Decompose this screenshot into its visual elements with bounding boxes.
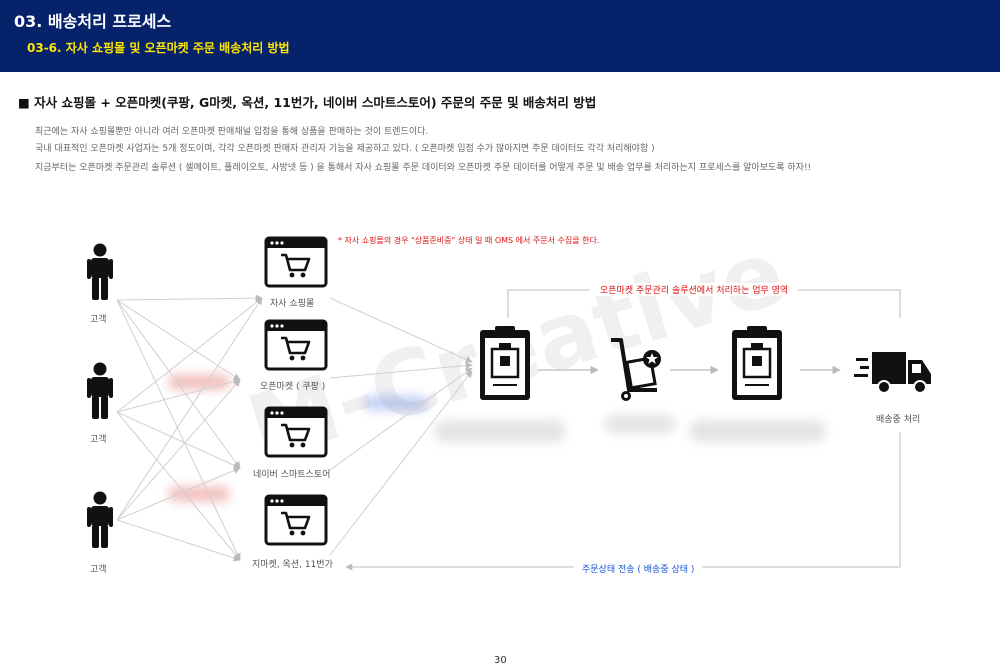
oms-area-label: 오픈마켓 주문관리 솔루션에서 처리하는 업무 영역 — [590, 283, 799, 296]
customer-label: 고객 — [90, 565, 107, 575]
blurred-label — [605, 415, 675, 433]
note-text: * 자사 쇼핑몰의 경우 "상품준비중" 상태 일 때 OMS 에서 주문서 수… — [338, 236, 600, 245]
status-transfer-label: 주문상태 전송 ( 배송중 상태 ) — [574, 562, 703, 575]
blurred-label — [365, 395, 427, 411]
shop-browser-icon — [264, 406, 328, 458]
page-subtitle: 03-6. 자사 쇼핑몰 및 오픈마켓 주문 배송처리 방법 — [27, 41, 290, 55]
blurred-label — [690, 420, 825, 442]
section-heading: ■ 자사 쇼핑몰 + 오픈마켓(쿠팡, G마켓, 옥션, 11번가, 네이버 스… — [18, 95, 597, 110]
blurred-label — [168, 486, 230, 502]
customer-links — [116, 294, 263, 562]
shop-browser-icon — [264, 236, 328, 288]
blurred-label — [168, 374, 230, 390]
shop-browser-icon — [264, 494, 328, 546]
customer-icon — [87, 491, 113, 548]
customer-label: 고객 — [90, 435, 107, 445]
customer-label: 고객 — [90, 315, 107, 325]
delivery-truck-icon — [854, 352, 931, 394]
paragraph-1: 최근에는 자사 쇼핑몰뿐만 아니라 여러 오픈마켓 판매채널 입점을 통해 상품… — [35, 127, 429, 137]
page-title: 03. 배송처리 프로세스 — [14, 12, 172, 31]
page-number: 30 — [494, 655, 507, 666]
channel-label-naver: 네이버 스마트스토어 — [253, 470, 331, 480]
channel-label-coupang: 오픈마켓 ( 쿠팡 ) — [260, 382, 326, 392]
channel-label-gmarket: 지마켓, 옥션, 11번가 — [252, 560, 333, 570]
hand-truck-icon — [611, 338, 661, 401]
delivery-label: 배송중 처리 — [876, 415, 921, 425]
order-clipboard-icon — [730, 324, 784, 402]
order-clipboard-icon — [478, 324, 532, 402]
blurred-label — [435, 420, 565, 442]
status-return-line — [345, 432, 901, 571]
header-bar: 03. 배송처리 프로세스 03-6. 자사 쇼핑몰 및 오픈마켓 주문 배송처… — [0, 0, 1000, 72]
customer-icon — [87, 362, 113, 419]
paragraph-2: 국내 대표적인 오픈마켓 사업자는 5개 정도이며, 각각 오픈마켓 판매자 관… — [35, 144, 655, 154]
shop-browser-icon — [264, 319, 328, 371]
customer-icon — [87, 243, 113, 300]
channel-label-own-mall: 자사 쇼핑몰 — [270, 299, 315, 309]
channel-links — [329, 297, 473, 556]
paragraph-3: 지금부터는 오픈마켓 주문관리 솔루션 ( 셀메이트, 플레이오토, 사방넷 등… — [35, 163, 812, 173]
